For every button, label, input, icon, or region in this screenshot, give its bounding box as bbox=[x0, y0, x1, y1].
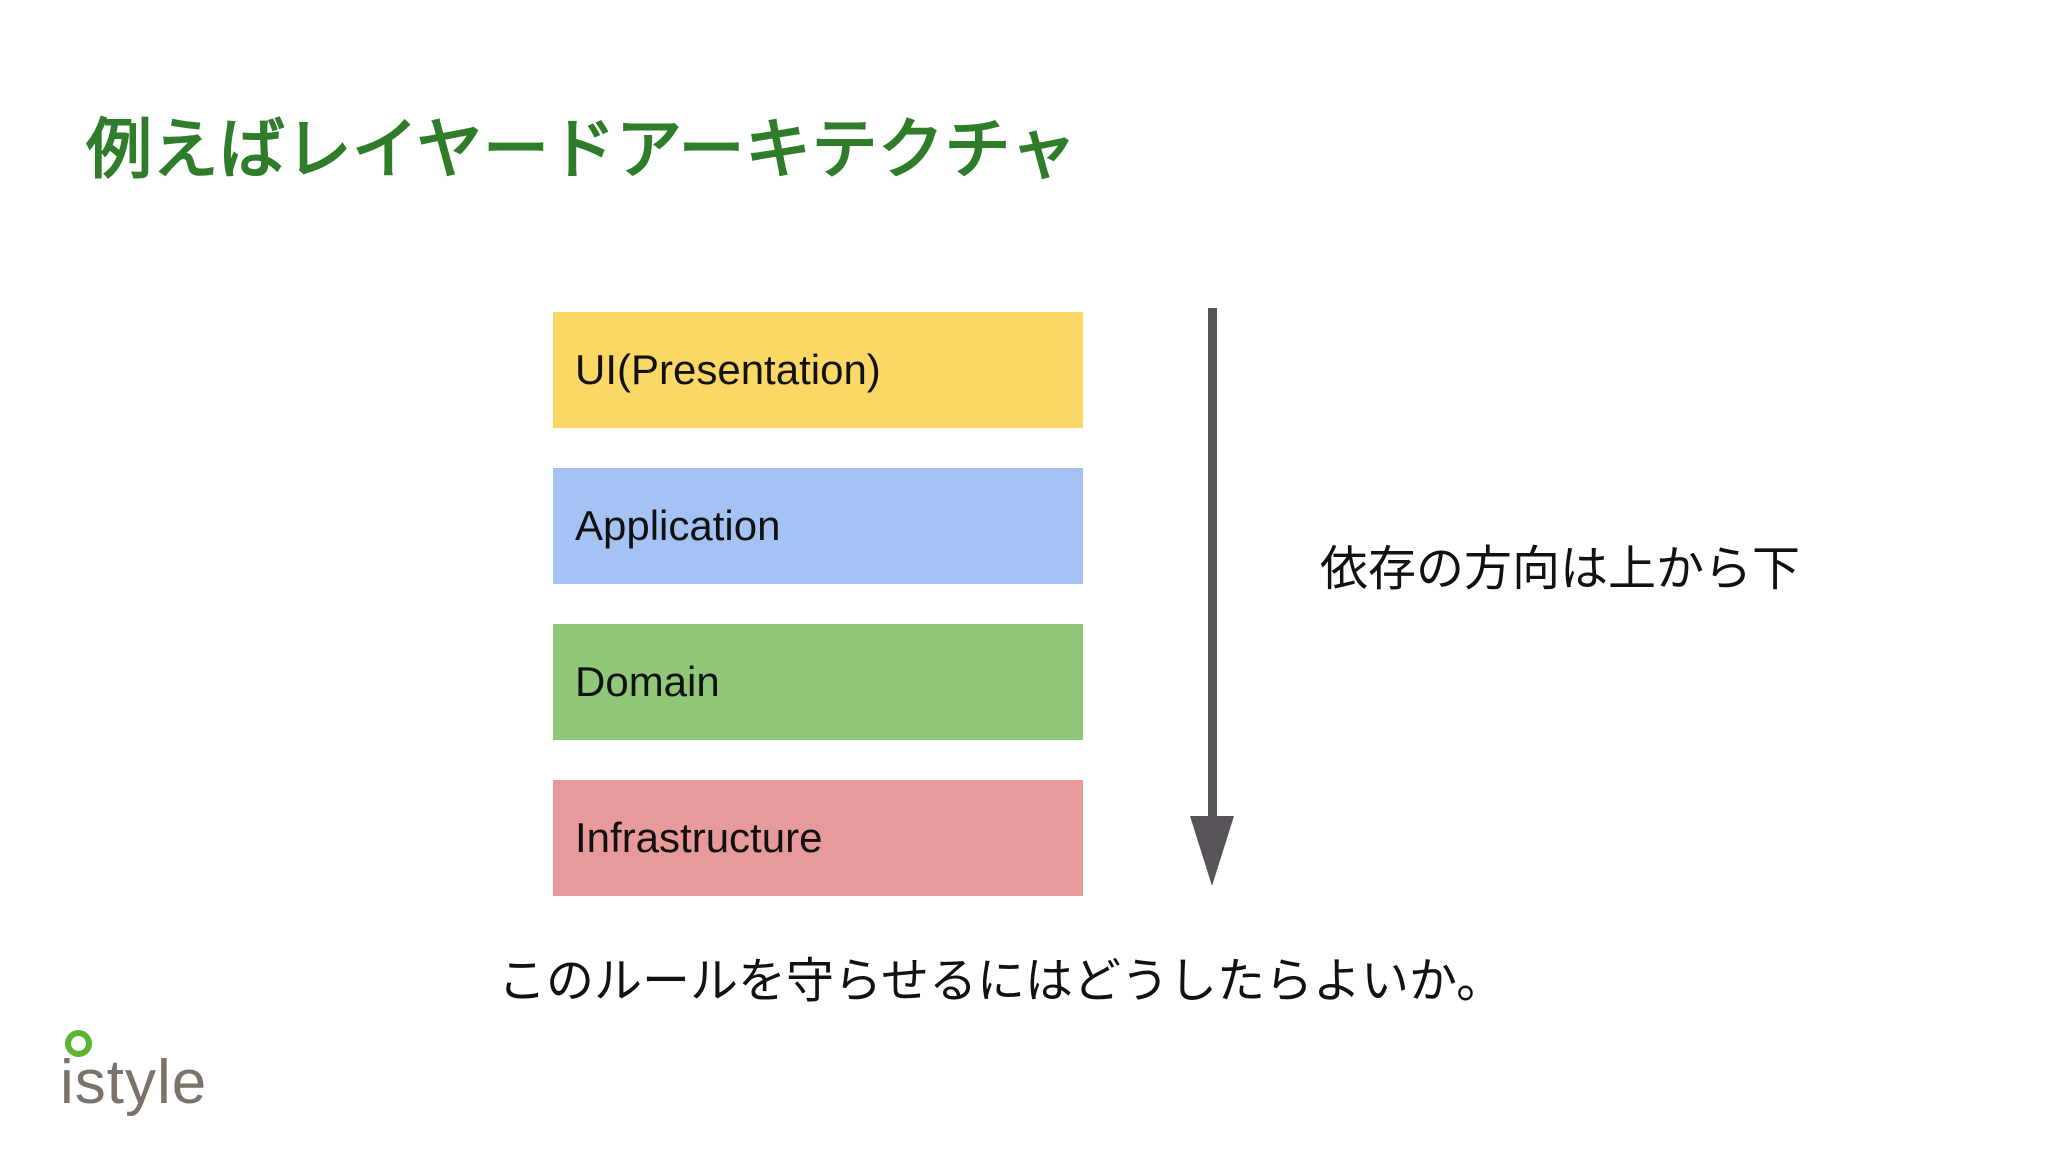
layer-stack: UI(Presentation) Application Domain Infr… bbox=[553, 312, 1083, 896]
istyle-logo: istyle bbox=[60, 1030, 240, 1116]
layer-label-application: Application bbox=[575, 502, 781, 549]
layer-box-infrastructure: Infrastructure bbox=[553, 780, 1083, 896]
layer-label-domain: Domain bbox=[575, 658, 720, 705]
logo-wordmark: istyle bbox=[60, 1048, 208, 1117]
layer-label-ui: UI(Presentation) bbox=[575, 346, 881, 393]
logo-ring-icon bbox=[65, 1030, 92, 1057]
question-caption: このルールを守らせるにはどうしたらよいか。 bbox=[498, 955, 1505, 1008]
layer-box-ui: UI(Presentation) bbox=[553, 312, 1083, 428]
dependency-direction-note: 依存の方向は上から下 bbox=[1320, 543, 1801, 596]
layer-box-domain: Domain bbox=[553, 624, 1083, 740]
page-title: 例えばレイヤードアーキテクチャ bbox=[86, 112, 1077, 186]
layer-label-infrastructure: Infrastructure bbox=[575, 814, 823, 861]
arrow-down-icon bbox=[1190, 308, 1234, 886]
layer-box-application: Application bbox=[553, 468, 1083, 584]
